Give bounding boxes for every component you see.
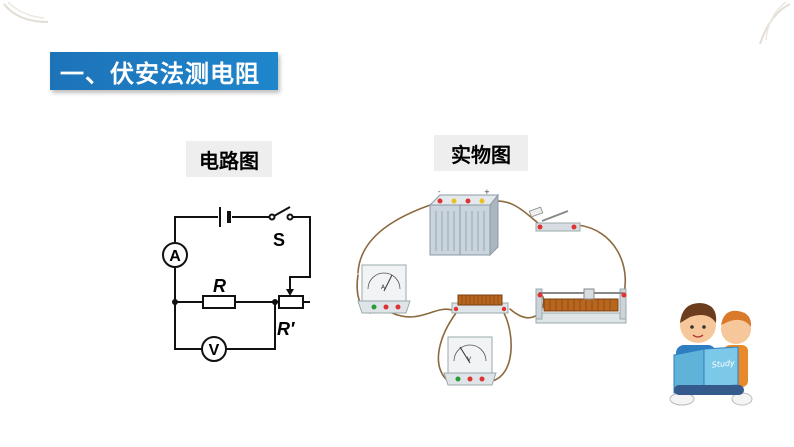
circuit-diagram: S A R R′ V bbox=[162, 206, 311, 362]
circuit-wire-left bbox=[174, 268, 202, 350]
wire-voltmeter-resistor-right bbox=[491, 312, 512, 382]
rheostat-slider-arrow bbox=[286, 289, 294, 296]
svg-text:-: - bbox=[438, 188, 441, 196]
voltmeter-symbol: V bbox=[201, 336, 227, 362]
wire-ammeter-resistor bbox=[391, 308, 453, 318]
voltmeter-device: V bbox=[443, 336, 497, 386]
physical-diagram-label: 实物图 bbox=[434, 135, 528, 171]
rheostat-symbol bbox=[278, 295, 304, 309]
circuit-diagram-label: 电路图 bbox=[186, 141, 272, 177]
sliding-rheostat-device bbox=[535, 288, 627, 324]
circuit-wire-right bbox=[289, 216, 311, 289]
switch-label: S bbox=[273, 230, 285, 250]
battery-symbol bbox=[219, 207, 231, 227]
resistor-symbol bbox=[202, 295, 236, 309]
ammeter-symbol: A bbox=[162, 242, 188, 268]
fixed-resistor-device bbox=[451, 294, 509, 314]
section-title: 一、伏安法测电阻 bbox=[50, 52, 278, 90]
corner-ornament-top-left bbox=[3, 1, 49, 23]
wire-voltmeter-resistor-left bbox=[437, 312, 457, 382]
circuit-wire-top bbox=[174, 216, 218, 242]
svg-text:A: A bbox=[381, 284, 386, 291]
svg-text:V: V bbox=[209, 342, 220, 359]
battery-pack: - + bbox=[428, 188, 500, 257]
svg-text:V: V bbox=[467, 356, 472, 363]
junction-left bbox=[172, 299, 178, 305]
children-reading-illustration: Study bbox=[669, 303, 753, 406]
book-text: Study bbox=[711, 358, 735, 369]
svg-text:+: + bbox=[484, 188, 490, 196]
ammeter-device: A bbox=[357, 264, 411, 314]
knife-switch bbox=[528, 206, 581, 232]
switch-symbol bbox=[268, 206, 294, 221]
rheostat-label: R′ bbox=[277, 319, 295, 339]
junction-right bbox=[272, 299, 278, 305]
physical-diagram: - + A bbox=[356, 188, 627, 386]
svg-text:A: A bbox=[169, 248, 181, 265]
wire-switch-rheostat bbox=[577, 224, 626, 294]
resistor-label: R bbox=[213, 276, 226, 296]
wire-battery-ammeter bbox=[357, 202, 437, 274]
corner-ornament-top-right bbox=[759, 1, 791, 45]
